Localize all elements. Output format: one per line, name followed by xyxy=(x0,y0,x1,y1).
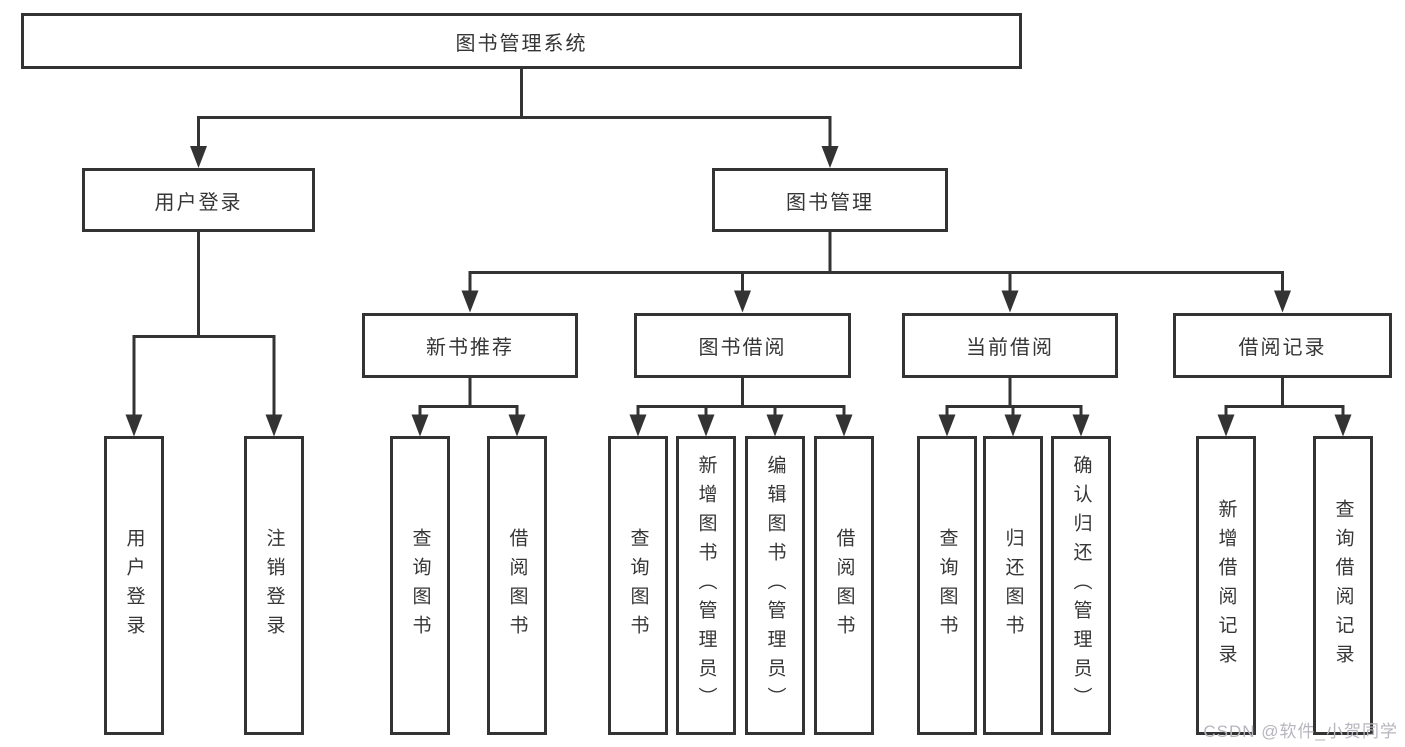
node-user-login-group: 用户登录 xyxy=(82,168,315,232)
node-label: 图书管理 xyxy=(786,191,874,214)
node-new-book-recommendation: 新书推荐 xyxy=(362,313,578,378)
node-label: 新增图书（管理员） xyxy=(695,455,717,716)
node-borrowing-records: 借阅记录 xyxy=(1173,313,1392,378)
node-book-management-group: 图书管理 xyxy=(712,168,948,232)
node-label: 查询图书 xyxy=(409,527,431,644)
connector-book-borrow-to-children xyxy=(636,376,846,416)
node-leaf-return-books: 归还图书 xyxy=(983,436,1043,735)
connector-borrow-record-to-children xyxy=(1224,376,1345,416)
node-label: 新书推荐 xyxy=(426,337,514,359)
node-leaf-borrow-books: 借阅图书 xyxy=(814,436,874,735)
node-label: 查询借阅记录 xyxy=(1332,498,1354,673)
connector-book-mgmt-to-level3 xyxy=(468,230,1284,292)
connector-root-to-level2 xyxy=(197,66,832,148)
node-label: 编辑图书（管理员） xyxy=(764,455,786,716)
node-leaf-confirm-return-admin: 确认归还（管理员） xyxy=(1051,436,1111,735)
node-leaf-user-login: 用户登录 xyxy=(104,436,164,735)
node-label: 图书借阅 xyxy=(698,337,787,359)
node-book-borrowing: 图书借阅 xyxy=(634,313,851,378)
node-leaf-edit-books-admin: 编辑图书（管理员） xyxy=(745,436,805,735)
node-label: 注销登录 xyxy=(263,527,285,644)
node-label: 新增借阅记录 xyxy=(1215,498,1237,673)
node-label: 借阅图书 xyxy=(506,527,528,644)
node-label: 借阅记录 xyxy=(1238,337,1327,359)
connector-new-book-to-children xyxy=(418,376,519,416)
node-leaf-query-books-recommend: 查询图书 xyxy=(390,436,450,735)
node-leaf-logout: 注销登录 xyxy=(244,436,304,735)
csdn-watermark: CSDN @软件_小贺同学 xyxy=(1203,722,1398,741)
node-label: 确认归还（管理员） xyxy=(1070,455,1092,716)
node-leaf-add-borrow-record: 新增借阅记录 xyxy=(1196,436,1256,735)
node-current-borrowing: 当前借阅 xyxy=(902,313,1118,378)
node-label: 图书管理系统 xyxy=(455,32,588,55)
connector-current-borrow-to-children xyxy=(945,376,1083,416)
node-leaf-query-books-borrow: 查询图书 xyxy=(608,436,668,735)
node-label: 借阅图书 xyxy=(833,527,855,644)
node-leaf-add-books-admin: 新增图书（管理员） xyxy=(676,436,736,735)
arrowheads xyxy=(125,146,1352,437)
node-label: 用户登录 xyxy=(154,191,243,214)
node-label: 用户登录 xyxy=(123,527,145,644)
node-label: 查询图书 xyxy=(627,527,649,644)
node-leaf-borrow-books-recommend: 借阅图书 xyxy=(487,436,547,735)
node-library-management-system: 图书管理系统 xyxy=(21,13,1022,69)
node-label: 当前借阅 xyxy=(966,337,1054,359)
node-label: 查询图书 xyxy=(936,527,958,644)
node-leaf-query-books-current: 查询图书 xyxy=(917,436,977,735)
node-label: 归还图书 xyxy=(1002,527,1024,644)
connector-user-login-to-children xyxy=(132,230,276,416)
node-leaf-query-borrow-record: 查询借阅记录 xyxy=(1313,436,1373,735)
